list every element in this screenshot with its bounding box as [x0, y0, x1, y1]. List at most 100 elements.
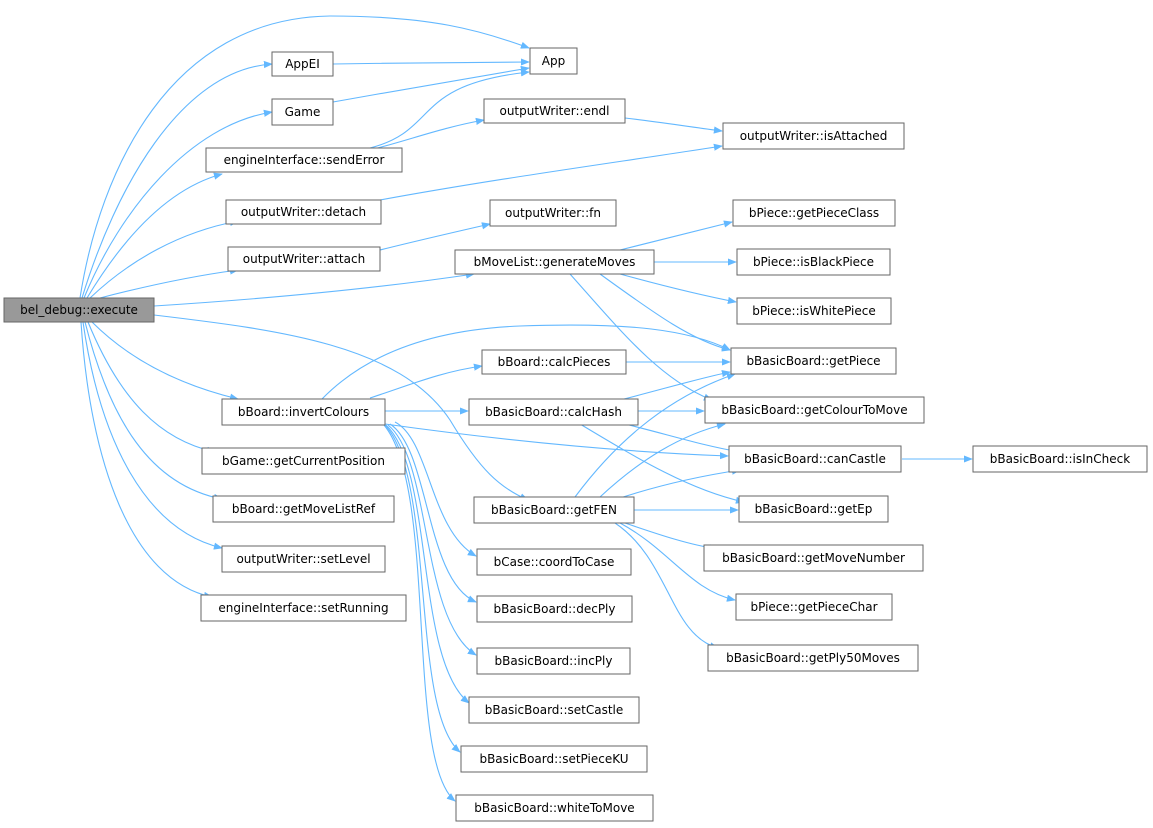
- node-generate-moves[interactable]: bMoveList::generateMoves: [454, 249, 655, 275]
- edge-root-attach: [99, 267, 239, 299]
- edge-root-invertColours: [91, 321, 239, 401]
- node-label: bBasicBoard::getPiece: [746, 354, 880, 368]
- node-fn[interactable]: outputWriter::fn: [489, 199, 617, 227]
- node-calc-hash[interactable]: bBasicBoard::calcHash: [468, 398, 639, 426]
- node-set-running[interactable]: engineInterface::setRunning: [200, 594, 407, 622]
- node-label: bCase::coordToCase: [494, 555, 615, 569]
- node-is-white-piece[interactable]: bPiece::isWhitePiece: [736, 297, 892, 325]
- node-get-fen[interactable]: bBasicBoard::getFEN: [473, 496, 635, 524]
- node-coord-to-case[interactable]: bCase::coordToCase: [476, 548, 632, 576]
- node-get-current-position[interactable]: bGame::getCurrentPosition: [201, 447, 406, 475]
- node-set-level[interactable]: outputWriter::setLevel: [221, 545, 386, 573]
- edge-getFEN-canCastle: [619, 467, 741, 499]
- node-is-in-check[interactable]: bBasicBoard::isInCheck: [972, 445, 1148, 473]
- node-get-piece-class[interactable]: bPiece::getPieceClass: [732, 199, 896, 227]
- edge-root-generateMoves: [153, 271, 475, 307]
- node-get-move-list-ref[interactable]: bBoard::getMoveListRef: [212, 495, 395, 523]
- node-label: bMoveList::generateMoves: [474, 255, 636, 269]
- node-white-to-move[interactable]: bBasicBoard::whiteToMove: [455, 794, 654, 822]
- edge-invertColours-decPly: [389, 423, 477, 603]
- node-label: App: [542, 54, 565, 68]
- node-label: bBasicBoard::decPly: [493, 602, 615, 616]
- edge-invertColours-calcPieces: [369, 363, 483, 399]
- edge-getFEN-getPly50Moves: [614, 522, 719, 650]
- node-send-error[interactable]: engineInterface::sendError: [205, 147, 403, 173]
- node-label: bBasicBoard::getFEN: [491, 503, 617, 517]
- edge-root-setLevel: [82, 321, 223, 550]
- node-label: bBasicBoard::calcHash: [485, 405, 622, 419]
- edges: [79, 15, 973, 802]
- edge-generateMoves-getPieceClass: [619, 220, 733, 251]
- node-get-piece[interactable]: bBasicBoard::getPiece: [730, 347, 897, 375]
- edge-root-getMoveListRef: [84, 321, 223, 501]
- node-set-castle[interactable]: bBasicBoard::setCastle: [468, 696, 640, 724]
- node-label: bel_debug::execute: [20, 303, 138, 317]
- node-label: Game: [285, 105, 321, 119]
- node-label: outputWriter::endl: [499, 104, 609, 118]
- node-label: bBasicBoard::setCastle: [485, 703, 624, 717]
- node-can-castle[interactable]: bBasicBoard::canCastle: [728, 445, 902, 473]
- edge-generateMoves-isWhitePiece: [619, 273, 737, 304]
- node-bel-debug-execute[interactable]: bel_debug::execute: [3, 297, 155, 323]
- node-get-colour-to-move[interactable]: bBasicBoard::getColourToMove: [704, 396, 925, 424]
- node-label: bBasicBoard::canCastle: [744, 452, 886, 466]
- node-is-attached[interactable]: outputWriter::isAttached: [722, 122, 905, 150]
- edge-root-game: [83, 109, 273, 299]
- edge-invertColours-incPly: [387, 424, 477, 656]
- node-label: engineInterface::setRunning: [218, 601, 388, 615]
- node-label: bGame::getCurrentPosition: [222, 454, 385, 468]
- edge-getFEN-getPieceChar: [619, 522, 736, 602]
- edge-getFEN-getPiece: [574, 373, 736, 498]
- node-label: outputWriter::fn: [505, 206, 601, 220]
- node-game[interactable]: Game: [271, 98, 334, 126]
- node-appei[interactable]: AppEI: [271, 51, 334, 77]
- edge-invertColours-getPiece: [321, 324, 731, 400]
- node-attach[interactable]: outputWriter::attach: [227, 246, 381, 272]
- node-get-ep[interactable]: bBasicBoard::getEp: [738, 495, 889, 523]
- edge-root-sendError: [86, 172, 223, 299]
- node-get-move-number[interactable]: bBasicBoard::getMoveNumber: [703, 544, 924, 572]
- node-dec-ply[interactable]: bBasicBoard::decPly: [476, 595, 633, 623]
- edge-root-getFEN: [153, 314, 529, 501]
- edge-generateMoves-getPiece: [599, 273, 731, 352]
- edge-game-app: [332, 65, 530, 103]
- edge-invertColours-canCastle: [384, 423, 729, 460]
- edge-root-setRunning: [80, 321, 213, 599]
- node-get-piece-char[interactable]: bPiece::getPieceChar: [735, 593, 893, 621]
- node-label: bPiece::isWhitePiece: [752, 304, 876, 318]
- node-label: engineInterface::sendError: [224, 153, 385, 167]
- edge-calcHash-canCastle: [624, 423, 741, 455]
- node-label: outputWriter::attach: [243, 252, 365, 266]
- edge-appei-app: [332, 58, 530, 66]
- edge-root-appei: [81, 60, 273, 299]
- edge-sendError-endl: [369, 117, 485, 151]
- node-label: bBasicBoard::getPly50Moves: [726, 651, 900, 665]
- node-label: AppEI: [285, 57, 320, 71]
- node-set-piece-ku[interactable]: bBasicBoard::setPieceKU: [460, 745, 648, 773]
- node-get-ply50-moves[interactable]: bBasicBoard::getPly50Moves: [707, 644, 919, 672]
- node-label: bBoard::getMoveListRef: [232, 502, 376, 516]
- edge-sendError-app: [369, 69, 530, 149]
- node-label: bBasicBoard::isInCheck: [990, 452, 1130, 466]
- node-label: bBasicBoard::whiteToMove: [474, 801, 634, 815]
- node-label: outputWriter::detach: [241, 205, 366, 219]
- node-label: bPiece::isBlackPiece: [753, 255, 874, 269]
- node-is-black-piece[interactable]: bPiece::isBlackPiece: [736, 248, 891, 276]
- edge-root-app: [79, 15, 530, 299]
- edge-getFEN-getColourToMove: [599, 422, 726, 498]
- edge-root-getCurrentPosition: [87, 321, 216, 454]
- node-label: bPiece::getPieceChar: [750, 600, 877, 614]
- edge-root-detach: [89, 218, 239, 299]
- node-invert-colours[interactable]: bBoard::invertColours: [221, 398, 386, 426]
- node-label: bBasicBoard::getMoveNumber: [722, 551, 905, 565]
- node-label: bBasicBoard::setPieceKU: [479, 752, 628, 766]
- node-endl[interactable]: outputWriter::endl: [483, 98, 626, 124]
- edge-calcHash-getPiece: [619, 370, 731, 401]
- node-label: outputWriter::isAttached: [740, 129, 888, 143]
- edge-detach-isAttached: [379, 143, 723, 201]
- node-inc-ply[interactable]: bBasicBoard::incPly: [476, 647, 631, 675]
- node-detach[interactable]: outputWriter::detach: [225, 199, 382, 225]
- node-app[interactable]: App: [529, 47, 578, 75]
- node-calc-pieces[interactable]: bBoard::calcPieces: [481, 349, 627, 375]
